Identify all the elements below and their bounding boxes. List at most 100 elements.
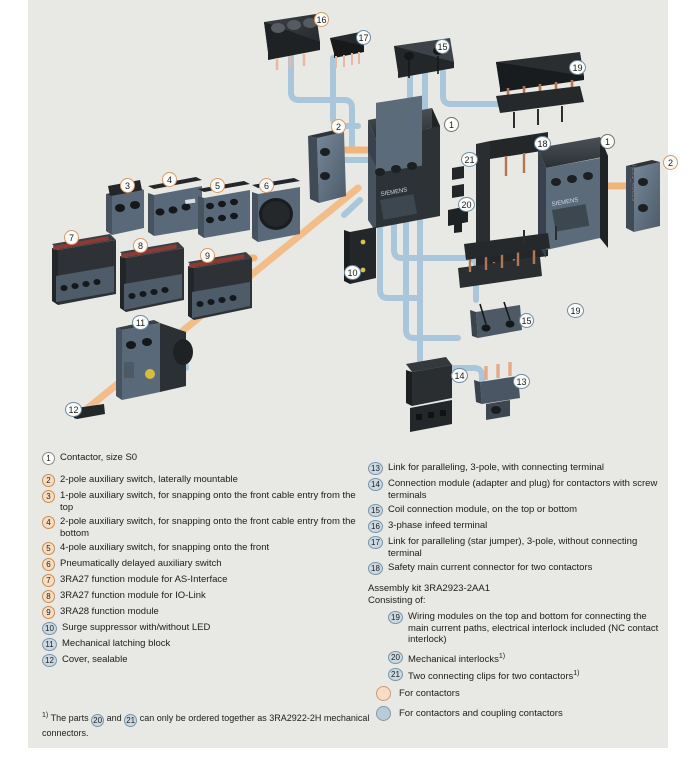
legend-text-9: 3RA28 function module <box>60 606 159 617</box>
legend-text-21-label: Two connecting clips for two contactors <box>408 671 574 683</box>
diagram-callout-2-right: 2 <box>663 155 678 170</box>
legend-text-15: Coil connection module, on the top or bo… <box>388 504 578 515</box>
component-11-latching-block <box>116 320 193 400</box>
footnote-marker: 1) <box>42 712 49 719</box>
diagram-callout-11: 11 <box>132 315 149 330</box>
diagram-callout-6: 6 <box>259 178 274 193</box>
diagram-callout-15-top: 15 <box>435 39 450 54</box>
legend-text-20-label: Mechanical interlocks <box>408 653 499 665</box>
legend-text-2: 2-pole auxiliary switch, laterally mount… <box>60 474 238 485</box>
legend-bubble-4: 4 <box>42 516 55 529</box>
legend-bubble-12: 12 <box>42 654 57 667</box>
diagram-callout-14: 14 <box>451 368 468 383</box>
footnote-bubble-21: 21 <box>124 714 138 727</box>
legend-text-8: 3RA27 function module for IO-Link <box>60 590 206 601</box>
legend-bubble-18: 18 <box>368 562 383 575</box>
component-21-connecting-clips <box>452 166 464 198</box>
legend-item-4: 4 2-pole auxiliary switch, for snapping … <box>42 516 362 539</box>
diagram-callout-1-right: 1 <box>600 134 615 149</box>
color-key-legend: For contactors For contactors and coupli… <box>376 686 563 726</box>
legend-bubble-7: 7 <box>42 574 55 587</box>
legend-text-1: Contactor, size S0 <box>60 452 138 463</box>
footnote-part-1: The parts <box>50 713 89 723</box>
legend-bubble-5: 5 <box>42 542 55 555</box>
component-7-function-module-asi <box>52 234 116 305</box>
diagram-callout-4: 4 <box>162 172 177 187</box>
diagram-callout-7: 7 <box>64 230 79 245</box>
diagram-callout-20: 20 <box>458 197 475 212</box>
legend-bubble-20: 20 <box>388 650 403 664</box>
legend-item-6: 6 Pneumatically delayed auxiliary switch <box>42 558 362 571</box>
legend-text-18: Safety main current connector for two co… <box>388 562 593 573</box>
legend-bubble-3: 3 <box>42 490 55 503</box>
footnote-block: 1) The parts 20 and 21 can only be order… <box>42 710 372 739</box>
legend-item-21: 21 Two connecting clips for two contacto… <box>388 668 668 683</box>
component-19-wiring-module-bottom <box>458 226 557 288</box>
legend-section: 1 Contactor, size S0 2 2-pole auxiliary … <box>28 440 668 748</box>
footnote-part-3: can only be ordered together as 3RA2922-… <box>42 713 370 738</box>
diagram-callout-18: 18 <box>534 136 551 151</box>
legend-bubble-11: 11 <box>42 638 57 651</box>
legend-bubble-1: 1 <box>42 452 55 465</box>
catalog-page: SIEMENS <box>28 0 678 748</box>
diagram-callout-16: 16 <box>314 12 329 27</box>
color-key-orange-label: For contactors <box>399 688 460 699</box>
component-15-coil-module-bottom <box>470 301 522 338</box>
component-17-star-jumper <box>330 32 364 68</box>
legend-item-3: 3 1-pole auxiliary switch, for snapping … <box>42 490 362 513</box>
image-id-label: IC01_00619 <box>630 165 636 202</box>
legend-item-18: 18 Safety main current connector for two… <box>368 562 668 575</box>
legend-text-5: 4-pole auxiliary switch, for snapping on… <box>60 542 270 553</box>
component-6-pneumatic-aux-switch <box>252 178 300 242</box>
component-16-infeed-terminal <box>264 14 320 70</box>
legend-text-19: Wiring modules on the top and bottom for… <box>408 611 659 645</box>
exploded-product-diagram: SIEMENS <box>28 0 678 440</box>
legend-item-20: 20 Mechanical interlocks1) <box>388 650 668 666</box>
diagram-callout-12: 12 <box>65 402 82 417</box>
diagram-callout-3: 3 <box>120 178 135 193</box>
assembly-kit-subtitle: Consisting of: <box>368 595 426 606</box>
legend-bubble-2: 2 <box>42 474 55 487</box>
component-19-wiring-module-top <box>496 52 584 128</box>
legend-text-7: 3RA27 function module for AS-Interface <box>60 574 228 585</box>
legend-item-10: 10 Surge suppressor with/without LED <box>42 622 362 635</box>
legend-text-14: Connection module (adapter and plug) for… <box>388 478 658 501</box>
legend-bubble-17: 17 <box>368 536 383 549</box>
legend-text-20: Mechanical interlocks1) <box>408 651 505 666</box>
legend-text-11: Mechanical latching block <box>62 638 171 649</box>
legend-bubble-8: 8 <box>42 590 55 603</box>
legend-text-16: 3-phase infeed terminal <box>388 520 488 531</box>
legend-item-13: 13 Link for paralleling, 3-pole, with co… <box>368 462 668 475</box>
legend-bubble-16: 16 <box>368 520 383 533</box>
legend-text-21: Two connecting clips for two contactors1… <box>408 668 580 683</box>
component-4-aux-switch-2pole <box>148 177 202 236</box>
legend-left-column: 1 Contactor, size S0 2 2-pole auxiliary … <box>42 452 362 670</box>
diagram-callout-15-bottom: 15 <box>519 313 534 328</box>
svg-text:SIEMENS: SIEMENS <box>380 187 408 198</box>
legend-text-4: 2-pole auxiliary switch, for snapping on… <box>60 516 356 539</box>
legend-item-14: 14 Connection module (adapter and plug) … <box>368 478 668 501</box>
diagram-callout-21: 21 <box>461 152 478 167</box>
legend-text-3: 1-pole auxiliary switch, for snapping on… <box>60 490 356 513</box>
svg-text:SIEMENS: SIEMENS <box>551 197 579 208</box>
component-8-function-module-iolink <box>120 242 184 312</box>
legend-bubble-13: 13 <box>368 462 383 475</box>
component-2-aux-switch-left <box>308 130 346 203</box>
legend-item-11: 11 Mechanical latching block <box>42 638 362 651</box>
legend-bubble-14: 14 <box>368 478 383 491</box>
legend-text-17: Link for paralleling (star jumper), 3-po… <box>388 536 638 559</box>
diagram-callout-1-center: 1 <box>444 117 459 132</box>
legend-text-10: Surge suppressor with/without LED <box>62 622 211 633</box>
legend-item-2: 2 2-pole auxiliary switch, laterally mou… <box>42 474 362 487</box>
diagram-callout-13: 13 <box>513 374 530 389</box>
legend-footnote-marker-20: 1) <box>498 652 506 660</box>
component-14-connection-module <box>406 357 452 432</box>
legend-item-5: 5 4-pole auxiliary switch, for snapping … <box>42 542 362 555</box>
legend-text-13: Link for paralleling, 3-pole, with conne… <box>388 462 604 473</box>
component-13-link-paralleling <box>474 362 520 420</box>
legend-bubble-6: 6 <box>42 558 55 571</box>
diagram-callout-10: 10 <box>344 265 361 280</box>
diagram-callout-17: 17 <box>356 30 371 45</box>
assembly-kit-items: 19 Wiring modules on the top and bottom … <box>388 611 668 683</box>
legend-text-12: Cover, sealable <box>62 654 128 665</box>
